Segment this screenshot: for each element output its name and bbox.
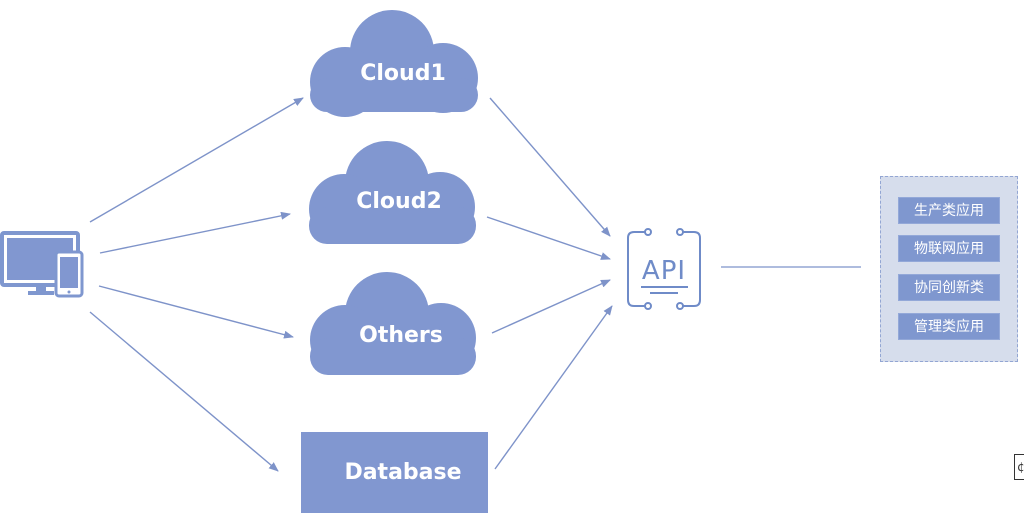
api-label: API: [642, 256, 686, 286]
cloud1-node: Cloud1: [310, 10, 478, 117]
arrow-device-to-others: [98, 285, 294, 339]
arrow-cloud1-to-api: [489, 97, 611, 237]
database-label: Database: [344, 460, 461, 485]
cloud2-node: Cloud2: [309, 141, 476, 244]
app-item-iot: 物联网应用: [898, 235, 1000, 262]
arrow-device-to-cloud2: [99, 211, 291, 254]
arrow-others-to-api: [491, 279, 611, 334]
apps-panel: 生产类应用 物联网应用 协同创新类 管理类应用: [880, 176, 1018, 362]
cloud2-label: Cloud2: [356, 189, 442, 214]
device-arrows: [89, 97, 304, 472]
app-item-collaboration: 协同创新类: [898, 274, 1000, 301]
database-node: Database: [301, 432, 488, 513]
others-label: Others: [359, 323, 443, 348]
arrow-device-to-cloud1: [89, 97, 304, 223]
others-node: Others: [310, 272, 476, 375]
cloud1-label: Cloud1: [360, 61, 446, 86]
device-icon: [0, 231, 84, 298]
api-icon: [627, 228, 701, 310]
arrow-cloud2-to-api: [486, 216, 611, 260]
app-item-management: 管理类应用: [898, 313, 1000, 340]
app-item-production: 生产类应用: [898, 197, 1000, 224]
api-arrows: [486, 97, 613, 470]
cropped-label-fragment: ¢: [1014, 454, 1024, 480]
arrow-database-to-api: [494, 305, 613, 470]
arrow-device-to-database: [89, 311, 279, 472]
